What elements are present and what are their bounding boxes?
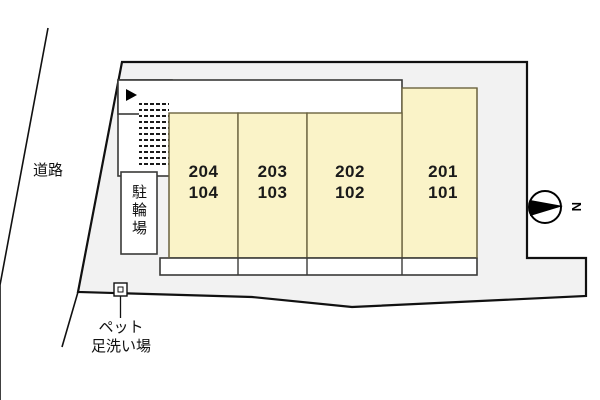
entrance-arrow-icon: [126, 89, 137, 101]
road-label: 道路: [33, 161, 63, 179]
bicycle-parking-box: [120, 171, 158, 255]
pet-wash-marker-inner: [117, 286, 124, 293]
unit-label-103: 103: [258, 183, 288, 202]
compass-needle-icon: [530, 200, 563, 216]
unit-block-202: [306, 112, 403, 259]
stairs-hatch: [139, 103, 169, 165]
balcony-strip: [159, 257, 478, 276]
bicycle-parking-char-1: 駐: [132, 183, 147, 201]
road-edge-outer: [0, 27, 49, 400]
pet-wash-label-line1: ペット: [98, 318, 143, 336]
compass-north-label: N: [569, 202, 584, 211]
pet-wash-label-line2: 足洗い場: [91, 337, 151, 355]
building-outline: [168, 88, 478, 258]
unit-label-202: 202: [335, 162, 365, 181]
unit-label-203: 203: [258, 162, 288, 181]
road-area: [0, 28, 122, 400]
unit-label-201: 201: [428, 162, 458, 181]
bicycle-parking-char-2: 輪: [132, 201, 147, 219]
bicycle-parking-char-3: 場: [132, 219, 147, 237]
unit-label-102: 102: [335, 183, 365, 202]
unit-label-101: 101: [428, 183, 458, 202]
unit-label-104: 104: [189, 183, 219, 202]
unit-label-204: 204: [189, 162, 219, 181]
